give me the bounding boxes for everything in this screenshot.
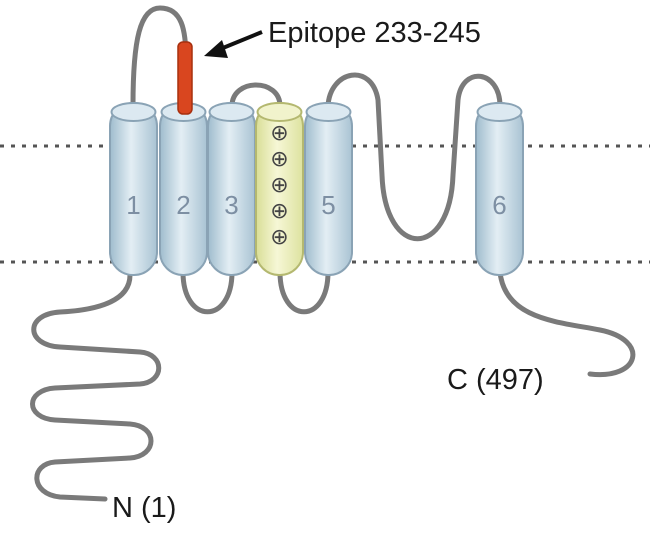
loop-1-2 — [130, 5, 189, 108]
helix-5-label: 5 — [321, 190, 335, 220]
loop-2-3 — [180, 269, 235, 315]
loop-4-5 — [277, 269, 331, 315]
c-terminus-label: C (497) — [447, 364, 544, 396]
helix-6-label: 6 — [492, 190, 506, 220]
charge-symbol: ⊕ — [270, 199, 288, 224]
epitope-segment — [177, 41, 193, 115]
epitope-label: Epitope 233-245 — [268, 17, 481, 49]
epitope-arrow-shaft — [217, 30, 263, 52]
helix-1: 1 — [109, 102, 158, 276]
helix-3: 3 — [207, 102, 256, 276]
positive-charge-symbols: ⊕ ⊕ ⊕ ⊕ ⊕ — [270, 121, 288, 250]
loops — [30, 5, 636, 502]
charge-symbol: ⊕ — [270, 225, 288, 250]
loop-3-4 — [229, 82, 283, 109]
epitope-arrow-head — [204, 40, 228, 58]
charge-symbol: ⊕ — [270, 147, 288, 172]
charge-symbol: ⊕ — [270, 173, 288, 198]
helix-3-label: 3 — [224, 190, 238, 220]
n-terminal-tail — [30, 272, 162, 502]
helix-6: 6 — [475, 102, 524, 276]
helix-2-label: 2 — [176, 190, 190, 220]
charge-symbol: ⊕ — [270, 121, 288, 146]
c-terminal-tail — [497, 269, 636, 378]
helix-1-label: 1 — [126, 190, 140, 220]
helix-4: ⊕ ⊕ ⊕ ⊕ ⊕ — [255, 102, 304, 276]
helix-group: 1 2 3 ⊕ ⊕ ⊕ ⊕ ⊕ 5 — [109, 102, 524, 276]
helix-5: 5 — [304, 102, 353, 276]
n-terminus-label: N (1) — [112, 492, 176, 524]
helix-2: 2 — [159, 102, 208, 276]
loop-5-6 — [325, 72, 503, 242]
